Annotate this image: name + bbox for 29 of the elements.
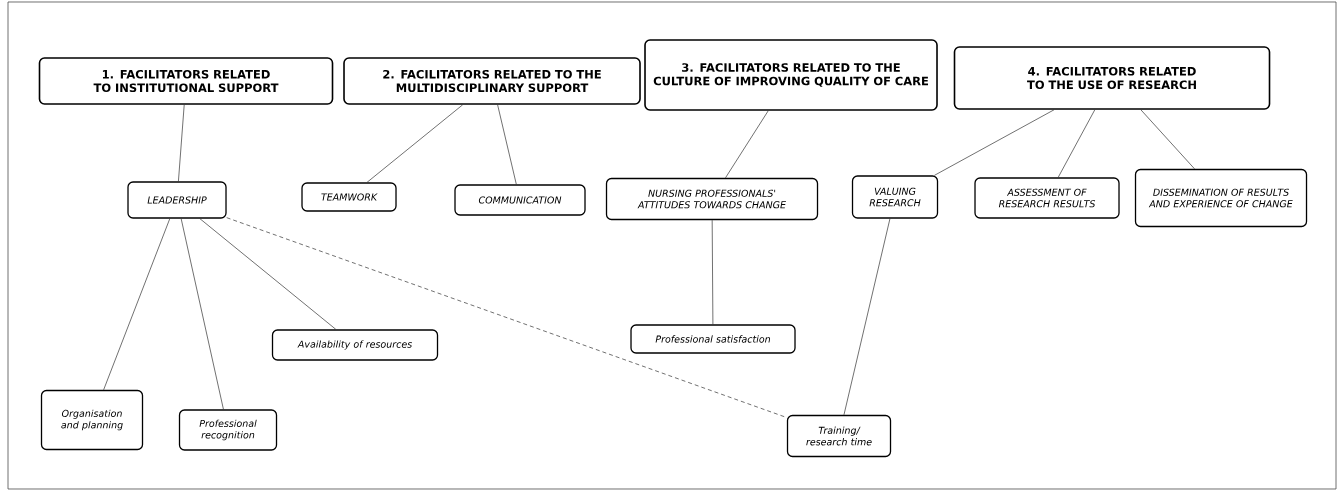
connector-line: [843, 218, 891, 416]
connector-line: [711, 219, 714, 325]
subcategory-box: Availability of resources: [271, 329, 439, 361]
subcategory-box: Professional recognition: [178, 409, 278, 451]
subcategory-box: ASSESSMENT OF RESEARCH RESULTS: [974, 177, 1120, 219]
connector-line: [1140, 109, 1195, 170]
subcategory-box: VALUING RESEARCH: [851, 175, 939, 219]
connector-line: [934, 109, 1055, 176]
connector-line: [199, 218, 337, 330]
subcategory-box: DISSEMINATION OF RESULTS AND EXPERIENCE OF CHANGE: [1134, 168, 1308, 228]
category-box: 4. FACILITATORS RELATED TO THE USE OF RESEARCH: [953, 46, 1271, 110]
connector-line: [725, 110, 769, 179]
connector-line: [1057, 109, 1096, 178]
category-box: 3. FACILITATORS RELATED TO THE CULTURE OF IMPROVING QUALITY OF CARE: [644, 39, 938, 111]
subcategory-box: Organisation and planning: [40, 389, 144, 451]
connector-line: [180, 218, 224, 410]
category-box: 2. FACILITATORS RELATED TO THE MULTIDISCIPLINARY SUPPORT: [343, 57, 641, 105]
subcategory-box: COMMUNICATION: [454, 184, 586, 216]
subcategory-box: LEADERSHIP: [127, 181, 227, 219]
subcategory-box: Training/ research time: [786, 414, 892, 458]
subcategory-box: Professional satisfaction: [630, 324, 796, 354]
connector-line: [103, 218, 171, 391]
subcategory-box: NURSING PROFESSIONALS' ATTITUDES TOWARDS CHANGE: [605, 177, 819, 221]
category-box: 1. FACILITATORS RELATED TO INSTITUTIONAL SUPPORT: [38, 57, 334, 105]
subcategory-box: TEAMWORK: [301, 182, 397, 212]
connector-line: [226, 217, 788, 418]
connector-line: [366, 104, 464, 183]
connector-line: [497, 104, 517, 185]
connector-line: [178, 104, 185, 182]
